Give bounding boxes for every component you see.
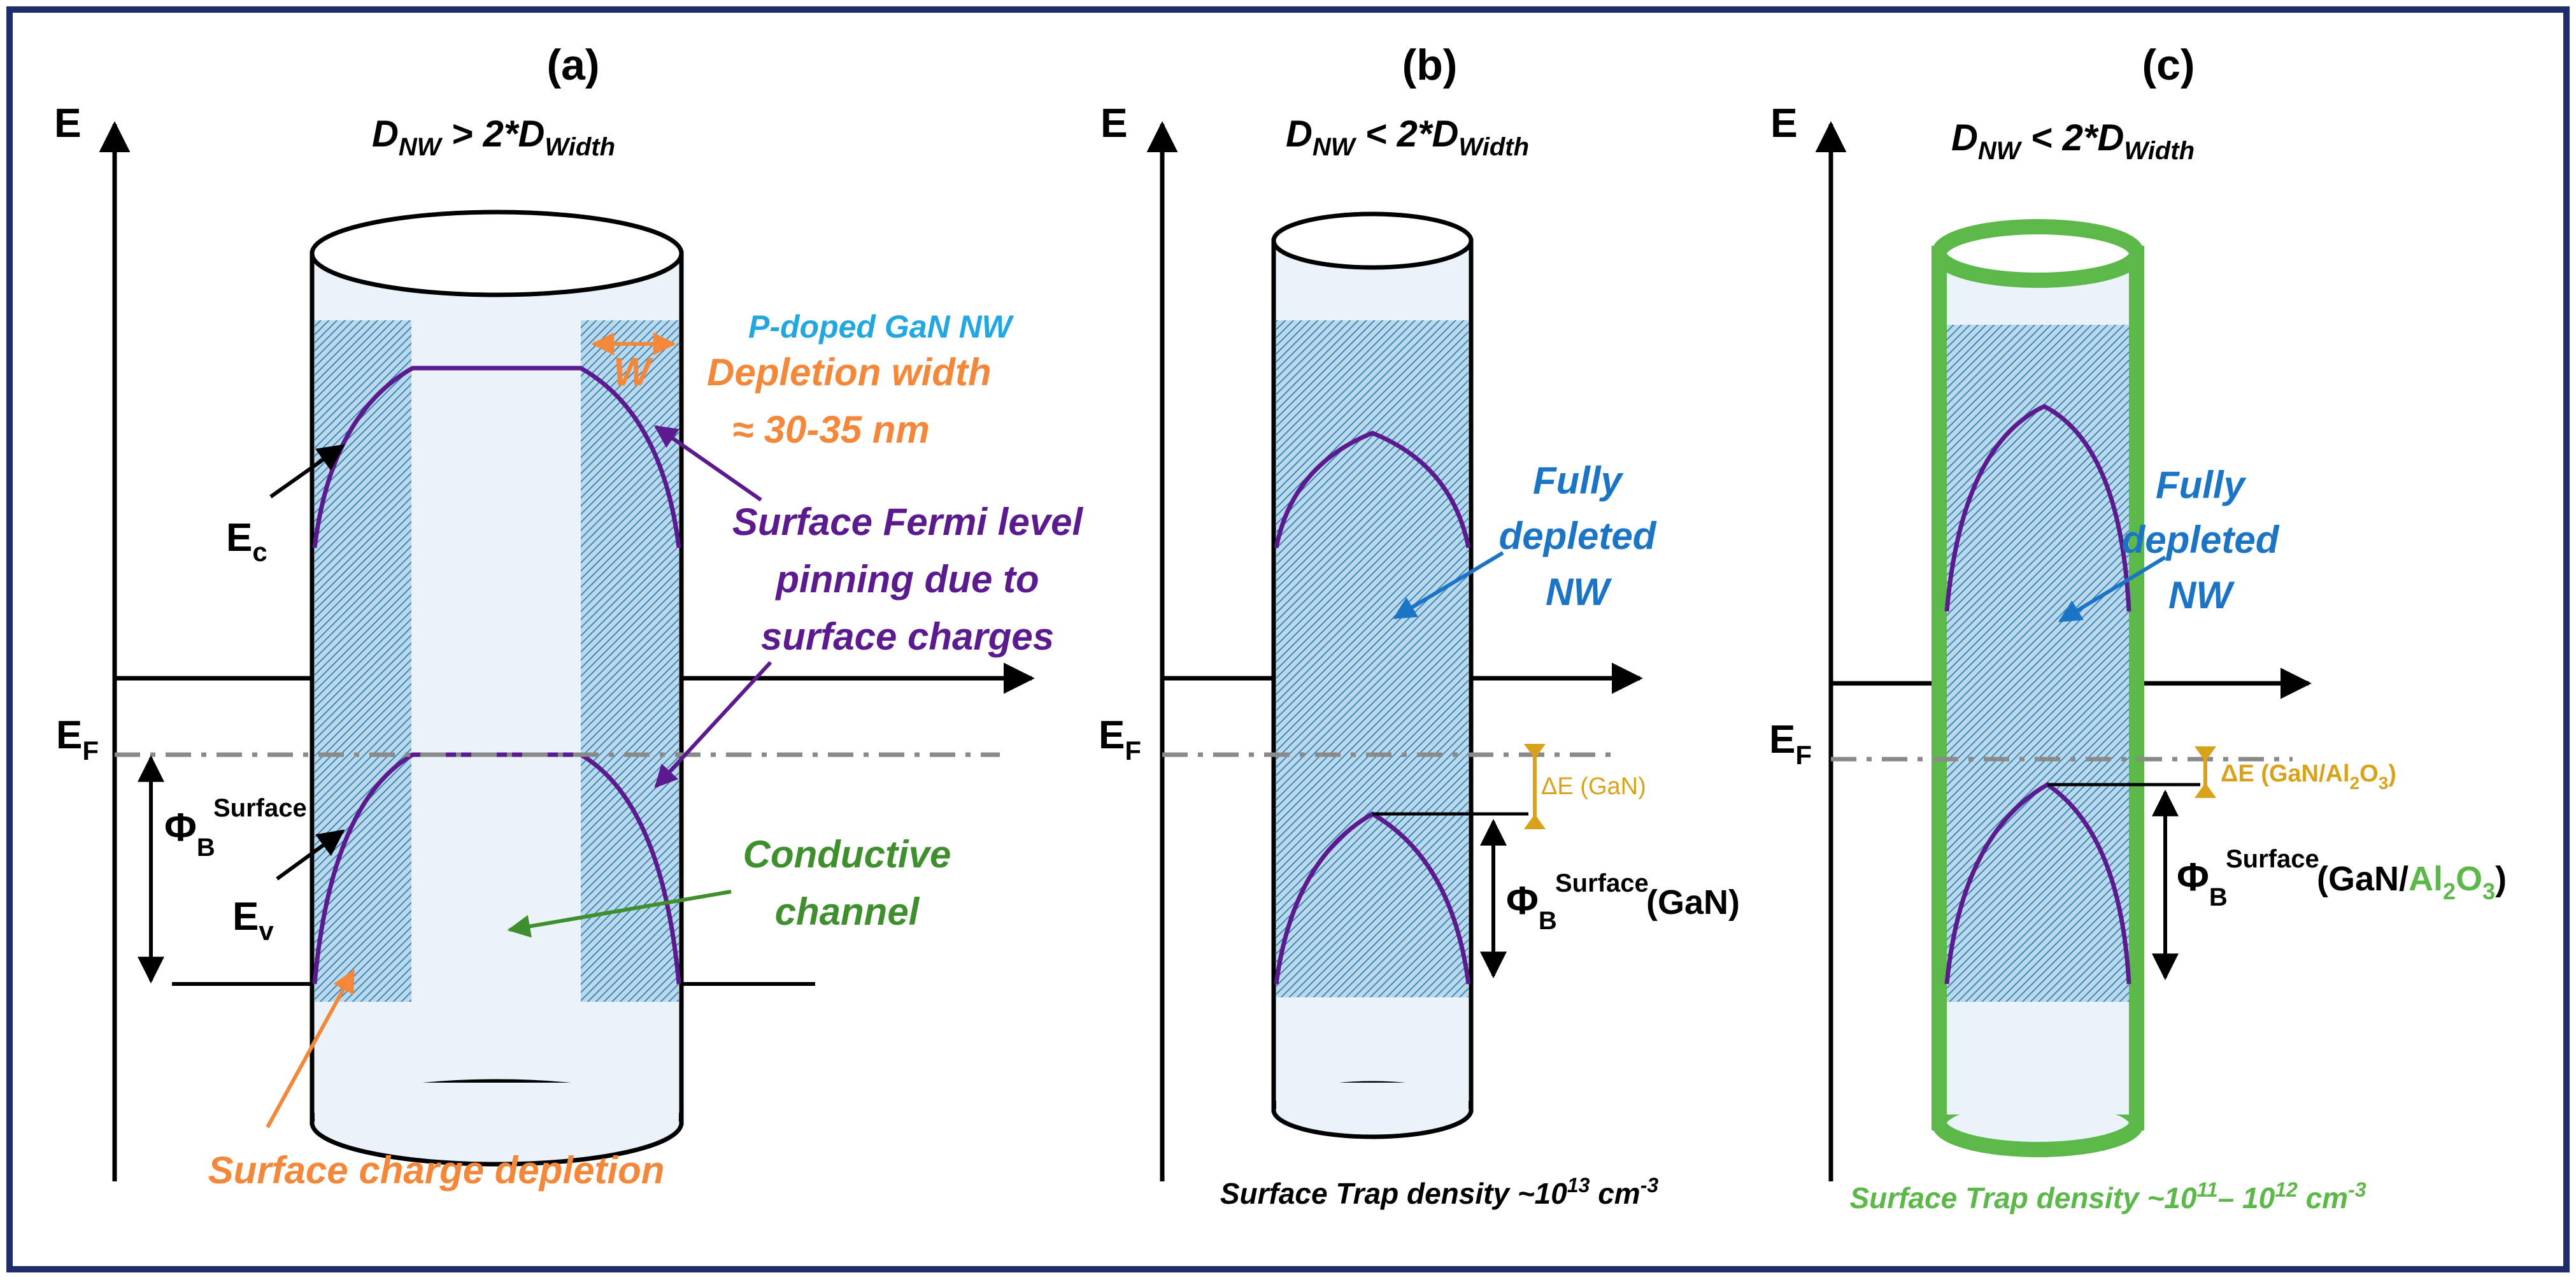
panel-c-depleted-line1: Fully: [2156, 464, 2247, 506]
panel-b-delta-e-label: ΔE (GaN): [1541, 773, 1646, 800]
panel-c-condition: DNW < 2*DWidth: [1951, 117, 2195, 165]
panel-c: (c) E EF ΔE (GaN/Al2O3) ΦBSurface(GaN/Al…: [1769, 41, 2507, 1214]
panel-a: (a) E EF ΦBSurface Ec Ev W P-doped G: [54, 41, 1083, 1192]
panel-b-ef-label: EF: [1099, 713, 1141, 766]
panel-c-trap-density: Surface Trap density ~1011– 1012 cm-3: [1849, 1178, 2366, 1214]
panel-a-label: (a): [546, 41, 599, 89]
panel-c-label: (c): [2142, 41, 2195, 89]
panel-b-phi-label: ΦBSurface(GaN): [1506, 869, 1740, 935]
panel-c-delta-e-label: ΔE (GaN/Al2O3): [2221, 760, 2396, 793]
panel-a-depletion-width-line1: Depletion width: [707, 351, 992, 394]
panel-c-phi-label: ΦBSurface(GaN/Al2O3): [2177, 845, 2507, 911]
panel-b-nanowire-top: [1271, 211, 1474, 270]
panel-a-channel-line2: channel: [775, 890, 920, 933]
panel-a-pinning-arrow-top: [654, 425, 762, 502]
panel-a-ec-arrow: [269, 444, 345, 499]
panel-a-nanowire-top: [310, 210, 684, 297]
panel-b-depleted-arrow: [1392, 551, 1504, 620]
panel-a-pinning-line1: Surface Fermi level: [732, 501, 1084, 543]
panel-a-condition: DNW > 2*DWidth: [372, 113, 615, 161]
panel-a-ev-arrow: [276, 829, 345, 881]
panel-b-e-label: E: [1100, 100, 1128, 146]
panel-c-depleted-line2: depleted: [2122, 518, 2280, 561]
panel-a-ec-label: Ec: [226, 516, 267, 567]
panel-b-depleted-line1: Fully: [1533, 459, 1624, 502]
panel-c-nanowire-top: [1932, 219, 2144, 288]
panel-c-depleted-arrow: [2058, 555, 2167, 623]
panel-b: (b) E EF ΔE (GaN) ΦBSurface(GaN) Fully d…: [1099, 41, 1740, 1210]
panel-c-ef-label: EF: [1769, 718, 1812, 770]
panel-c-depleted-line3: NW: [2168, 574, 2235, 616]
panel-a-pinning-line3: surface charges: [761, 615, 1054, 658]
panel-c-conduction-band: [1944, 404, 2131, 612]
panel-a-nw-label: P-doped GaN NW: [748, 309, 1014, 345]
panel-a-pinning-line2: pinning due to: [774, 558, 1039, 601]
panel-c-depletion-region: [1947, 325, 2129, 1002]
panel-a-e-label: E: [54, 100, 82, 146]
panel-a-ev-label: Ev: [232, 895, 274, 946]
panel-b-conduction-band: [1274, 431, 1471, 548]
panel-a-w-label: W: [613, 350, 653, 394]
panel-c-e-label: E: [1770, 100, 1798, 146]
panel-a-channel-line1: Conductive: [743, 833, 951, 876]
panel-a-channel-arrow: [507, 890, 732, 938]
panel-b-depletion-region: [1276, 320, 1469, 997]
panel-b-depleted-line2: depleted: [1499, 515, 1657, 557]
panel-a-depletion-width-line2: ≈ 30-35 nm: [732, 408, 930, 451]
panel-a-pinning-arrow-bottom: [654, 660, 772, 788]
panel-b-condition: DNW < 2*DWidth: [1286, 113, 1529, 161]
panel-b-depleted-line3: NW: [1546, 571, 1612, 613]
panel-a-depletion-caption: Surface charge depletion: [208, 1149, 665, 1192]
panel-a-ef-label: EF: [56, 713, 99, 766]
panel-a-depletion-arrow: [266, 969, 355, 1129]
panel-b-trap-density: Surface Trap density ~1013 cm-3: [1220, 1174, 1659, 1210]
panel-b-label: (b): [1402, 41, 1458, 89]
panel-a-phi-label: ΦBSurface: [164, 794, 307, 862]
